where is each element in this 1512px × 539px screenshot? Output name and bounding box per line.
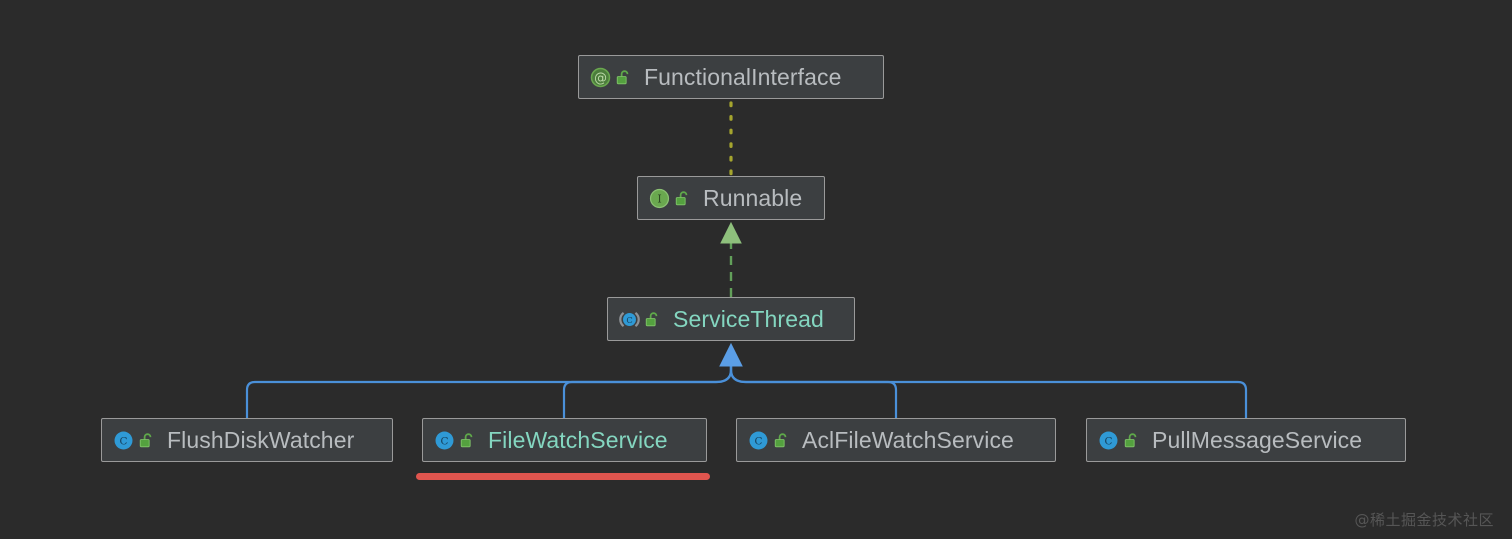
- class-c-icon: C: [1099, 431, 1118, 449]
- unlocked-padlock-icon: [139, 432, 152, 447]
- node-label: FlushDiskWatcher: [167, 426, 355, 453]
- node-pull-message-service[interactable]: C PullMessageService: [1086, 418, 1406, 462]
- node-icons: C: [113, 430, 155, 451]
- node-icons: C: [1098, 430, 1140, 451]
- unlocked-padlock-icon: [616, 69, 629, 84]
- node-acl-file-watch-service[interactable]: C AclFileWatchService: [736, 418, 1056, 462]
- watermark: @稀土掘金技术社区: [1354, 511, 1494, 529]
- node-label: Runnable: [703, 184, 803, 211]
- class-c-icon: C: [435, 431, 454, 449]
- annotation-at-icon: @: [590, 67, 611, 87]
- class-c-icon: C: [114, 431, 133, 449]
- svg-text:C: C: [626, 315, 632, 325]
- svg-text:C: C: [440, 435, 448, 447]
- svg-text:C: C: [1104, 435, 1112, 447]
- svg-text:@: @: [594, 70, 607, 85]
- unlocked-padlock-icon: [1124, 432, 1137, 447]
- node-runnable[interactable]: I Runnable: [637, 176, 825, 220]
- interface-i-icon: I: [649, 188, 670, 208]
- connector-subclasses-to-servicethread: [245, 342, 1248, 418]
- node-icons: C: [748, 430, 790, 451]
- node-label: FunctionalInterface: [644, 63, 842, 90]
- class-c-icon: C: [749, 431, 768, 449]
- node-label: AclFileWatchService: [802, 426, 1014, 453]
- node-file-watch-service[interactable]: C FileWatchService: [422, 418, 707, 462]
- svg-text:C: C: [119, 435, 127, 447]
- node-icons: C: [619, 309, 661, 330]
- node-icons: @: [590, 67, 632, 88]
- unlocked-padlock-icon: [460, 432, 473, 447]
- node-label: ServiceThread: [673, 305, 824, 332]
- node-service-thread[interactable]: C ServiceThread: [607, 297, 855, 341]
- svg-text:C: C: [754, 435, 762, 447]
- node-label: FileWatchService: [488, 426, 668, 453]
- unlocked-padlock-icon: [675, 190, 688, 205]
- abstract-class-c-icon: C: [619, 311, 640, 327]
- node-flush-disk-watcher[interactable]: C FlushDiskWatcher: [101, 418, 393, 462]
- unlocked-padlock-icon: [774, 432, 787, 447]
- node-functional-interface[interactable]: @ FunctionalInterface: [578, 55, 884, 99]
- svg-text:I: I: [657, 192, 661, 205]
- node-icons: C: [434, 430, 476, 451]
- node-icons: I: [649, 188, 691, 209]
- file-watch-service-underline: [416, 473, 710, 480]
- node-label: PullMessageService: [1152, 426, 1363, 453]
- unlocked-padlock-icon: [645, 311, 658, 326]
- connector-servicethread-to-runnable: [720, 221, 742, 297]
